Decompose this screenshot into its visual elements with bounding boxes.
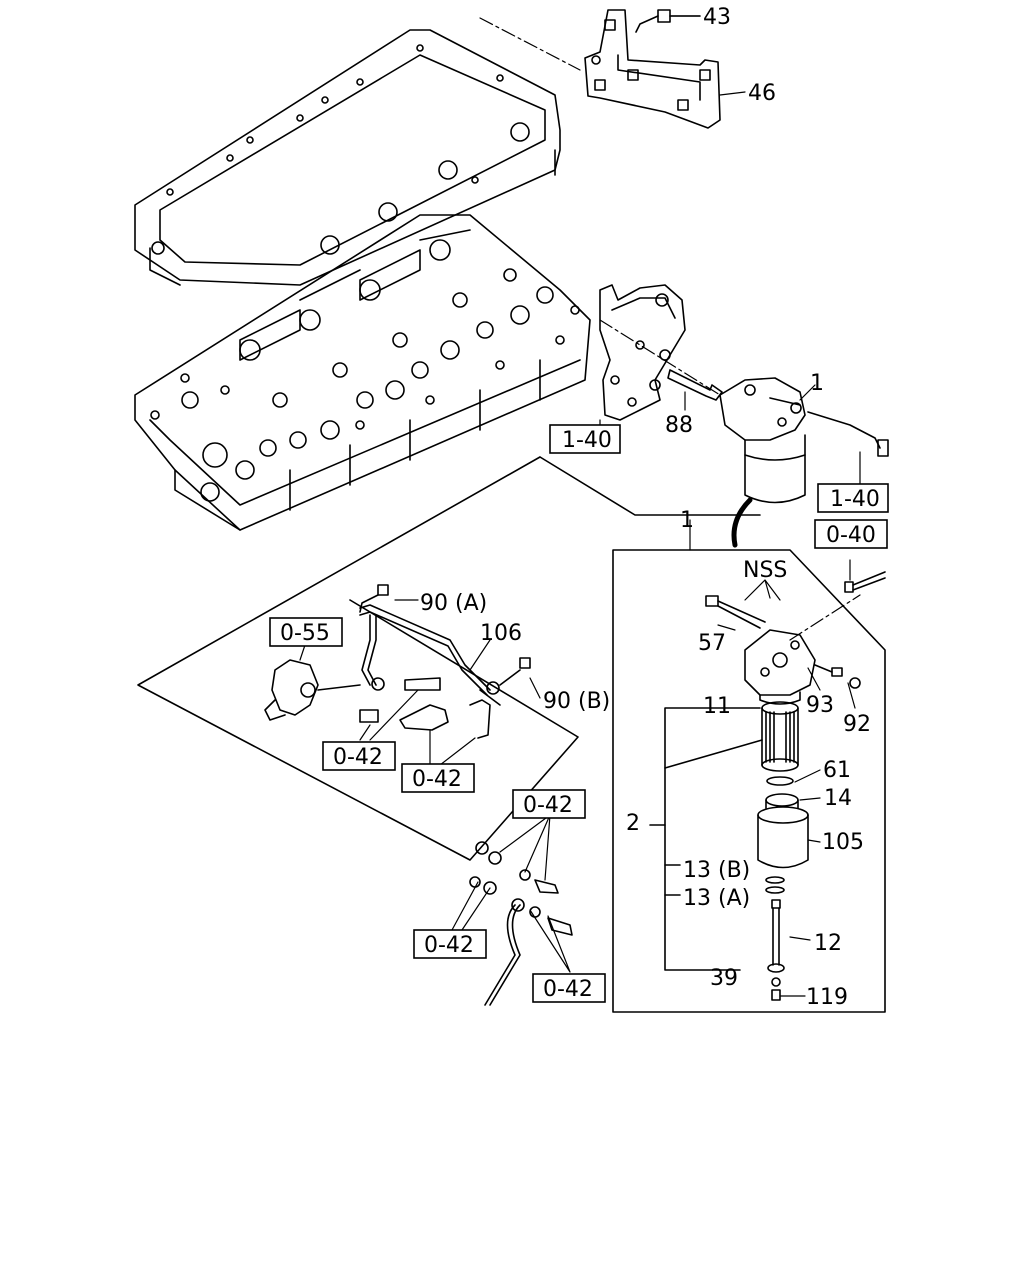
- o-ring-13b: [765, 876, 785, 884]
- label-92: 92: [843, 712, 871, 737]
- bolt-90a: [359, 584, 389, 613]
- bolt-88: [667, 369, 723, 401]
- ring-14: [765, 793, 799, 809]
- leader-lines-lower: [299, 599, 571, 973]
- ref-box-0-42-c[interactable]: 0-42: [512, 789, 586, 819]
- sensor-0-55: [264, 659, 361, 721]
- bolt-43: [635, 9, 701, 33]
- bolt-0-40: [844, 571, 886, 593]
- screw-57: [705, 595, 766, 629]
- ref-1-40-left-text: 1-40: [562, 428, 612, 453]
- label-90a: 90 (A): [420, 591, 487, 616]
- label-11: 11: [703, 694, 731, 719]
- ref-box-0-42-b[interactable]: 0-42: [401, 763, 475, 793]
- bracket-13: [664, 864, 681, 896]
- label-88: 88: [665, 413, 693, 438]
- label-13b: 13 (B): [683, 858, 750, 883]
- label-12: 12: [814, 931, 842, 956]
- ref-box-0-42-d[interactable]: 0-42: [413, 929, 487, 959]
- label-1-detail: 1: [680, 508, 694, 533]
- ref-box-0-55[interactable]: 0-55: [269, 617, 343, 647]
- leader-lines: [599, 15, 861, 997]
- filter-head: [744, 629, 816, 705]
- label-43: 43: [703, 5, 731, 30]
- bracket-11-line: [664, 739, 763, 769]
- label-13a: 13 (A): [683, 886, 750, 911]
- label-119: 119: [806, 985, 848, 1010]
- ref-0-42-b-text: 0-42: [412, 767, 462, 792]
- callout-frame: [137, 456, 761, 861]
- seal-61: [766, 776, 794, 786]
- ref-box-0-42-e[interactable]: 0-42: [532, 973, 606, 1003]
- ref-box-0-42-a[interactable]: 0-42: [322, 741, 396, 771]
- fuel-tube-106: [359, 604, 491, 696]
- reference-boxes: 1-40 1-40 0-40 0-55 0-42 0-42 0-42 0-42: [269, 424, 889, 1003]
- plug-119: [771, 989, 781, 1001]
- banjo-fittings: [469, 841, 573, 1006]
- ref-0-55-text: 0-55: [280, 621, 330, 646]
- label-90b: 90 (B): [543, 689, 610, 714]
- ref-box-0-40[interactable]: 0-40: [814, 519, 888, 549]
- center-bolt-12: [767, 899, 785, 973]
- label-46: 46: [748, 81, 776, 106]
- bolt-90b: [499, 657, 531, 686]
- label-39: 39: [710, 966, 738, 991]
- ref-0-42-a-text: 0-42: [333, 745, 383, 770]
- clamp: [479, 681, 501, 706]
- ref-box-1-40-right[interactable]: 1-40: [817, 483, 889, 513]
- detail-frame: [612, 549, 886, 1013]
- ref-0-40-text: 0-40: [826, 523, 876, 548]
- label-57: 57: [698, 631, 726, 656]
- label-61: 61: [823, 758, 851, 783]
- filter-element-11: [761, 701, 799, 772]
- ref-0-42-c-text: 0-42: [523, 793, 573, 818]
- label-1-top: 1: [810, 371, 824, 396]
- detail-arrow: [731, 497, 753, 548]
- ref-box-1-40-left[interactable]: 1-40: [549, 424, 621, 454]
- head-cover-gasket: [134, 29, 561, 286]
- label-nss: NSS: [743, 558, 787, 583]
- o-ring-13a: [765, 886, 785, 894]
- alignment-lines: [479, 17, 861, 641]
- label-14: 14: [824, 786, 852, 811]
- ref-1-40-right-text: 1-40: [830, 487, 880, 512]
- fuel-filter-assembly: [719, 377, 889, 504]
- bolt-tube-area: [359, 677, 441, 723]
- label-2: 2: [626, 811, 640, 836]
- plug-93: [814, 664, 843, 677]
- label-93: 93: [806, 693, 834, 718]
- cylinder-head: [134, 214, 591, 531]
- label-106: 106: [480, 621, 522, 646]
- ref-0-42-e-text: 0-42: [543, 977, 593, 1002]
- filter-mounting-bracket: [599, 284, 686, 421]
- label-105: 105: [822, 830, 864, 855]
- bracket-2: [664, 707, 761, 971]
- bracket-46: [584, 9, 721, 129]
- part-labels: 43 46 1 88 1 NSS 57 93 92 11 61 14 2 105…: [420, 5, 871, 1010]
- bracket-tube: [399, 699, 491, 739]
- washer-39: [771, 977, 781, 987]
- washer-92: [849, 677, 861, 689]
- ref-0-42-d-text: 0-42: [424, 933, 474, 958]
- filter-bowl-105: [757, 806, 809, 869]
